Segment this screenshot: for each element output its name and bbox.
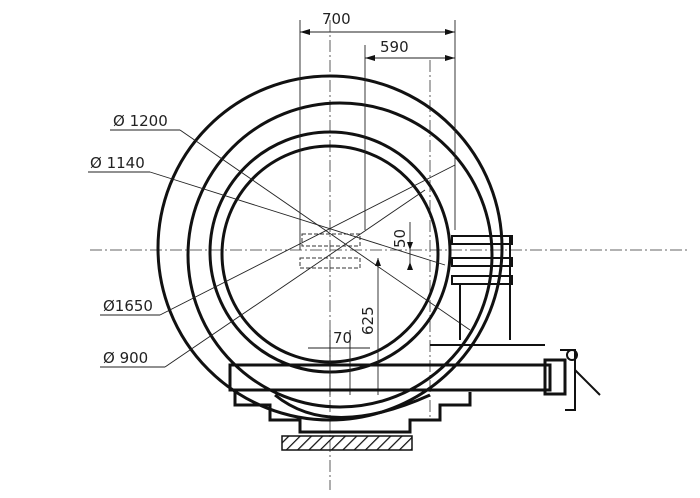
hidden-feature (301, 233, 361, 247)
dim-dia-1140-label: Ø 1140 (90, 154, 145, 172)
hidden-feature (299, 257, 361, 269)
ring-1200 (186, 101, 494, 409)
leader-lines (88, 129, 471, 368)
outer-ring-1650 (156, 74, 504, 422)
dim-625-label: 625 (359, 306, 377, 335)
machine-base (228, 349, 601, 434)
dim-dia-1200-label: Ø 1200 (113, 112, 168, 130)
top-dimensions (299, 20, 456, 250)
dim-dia-900-label: Ø 900 (103, 349, 148, 367)
dim-50-label: 50 (391, 229, 409, 248)
dim-70-label: 70 (333, 329, 352, 347)
dim-dia-1650-label: Ø1650 (103, 297, 153, 315)
inner-dimensions (308, 222, 413, 395)
ground-hatching (281, 435, 413, 451)
dim-700-label: 700 (322, 10, 351, 28)
side-carriage (430, 235, 545, 346)
dim-590-label: 590 (380, 38, 409, 56)
